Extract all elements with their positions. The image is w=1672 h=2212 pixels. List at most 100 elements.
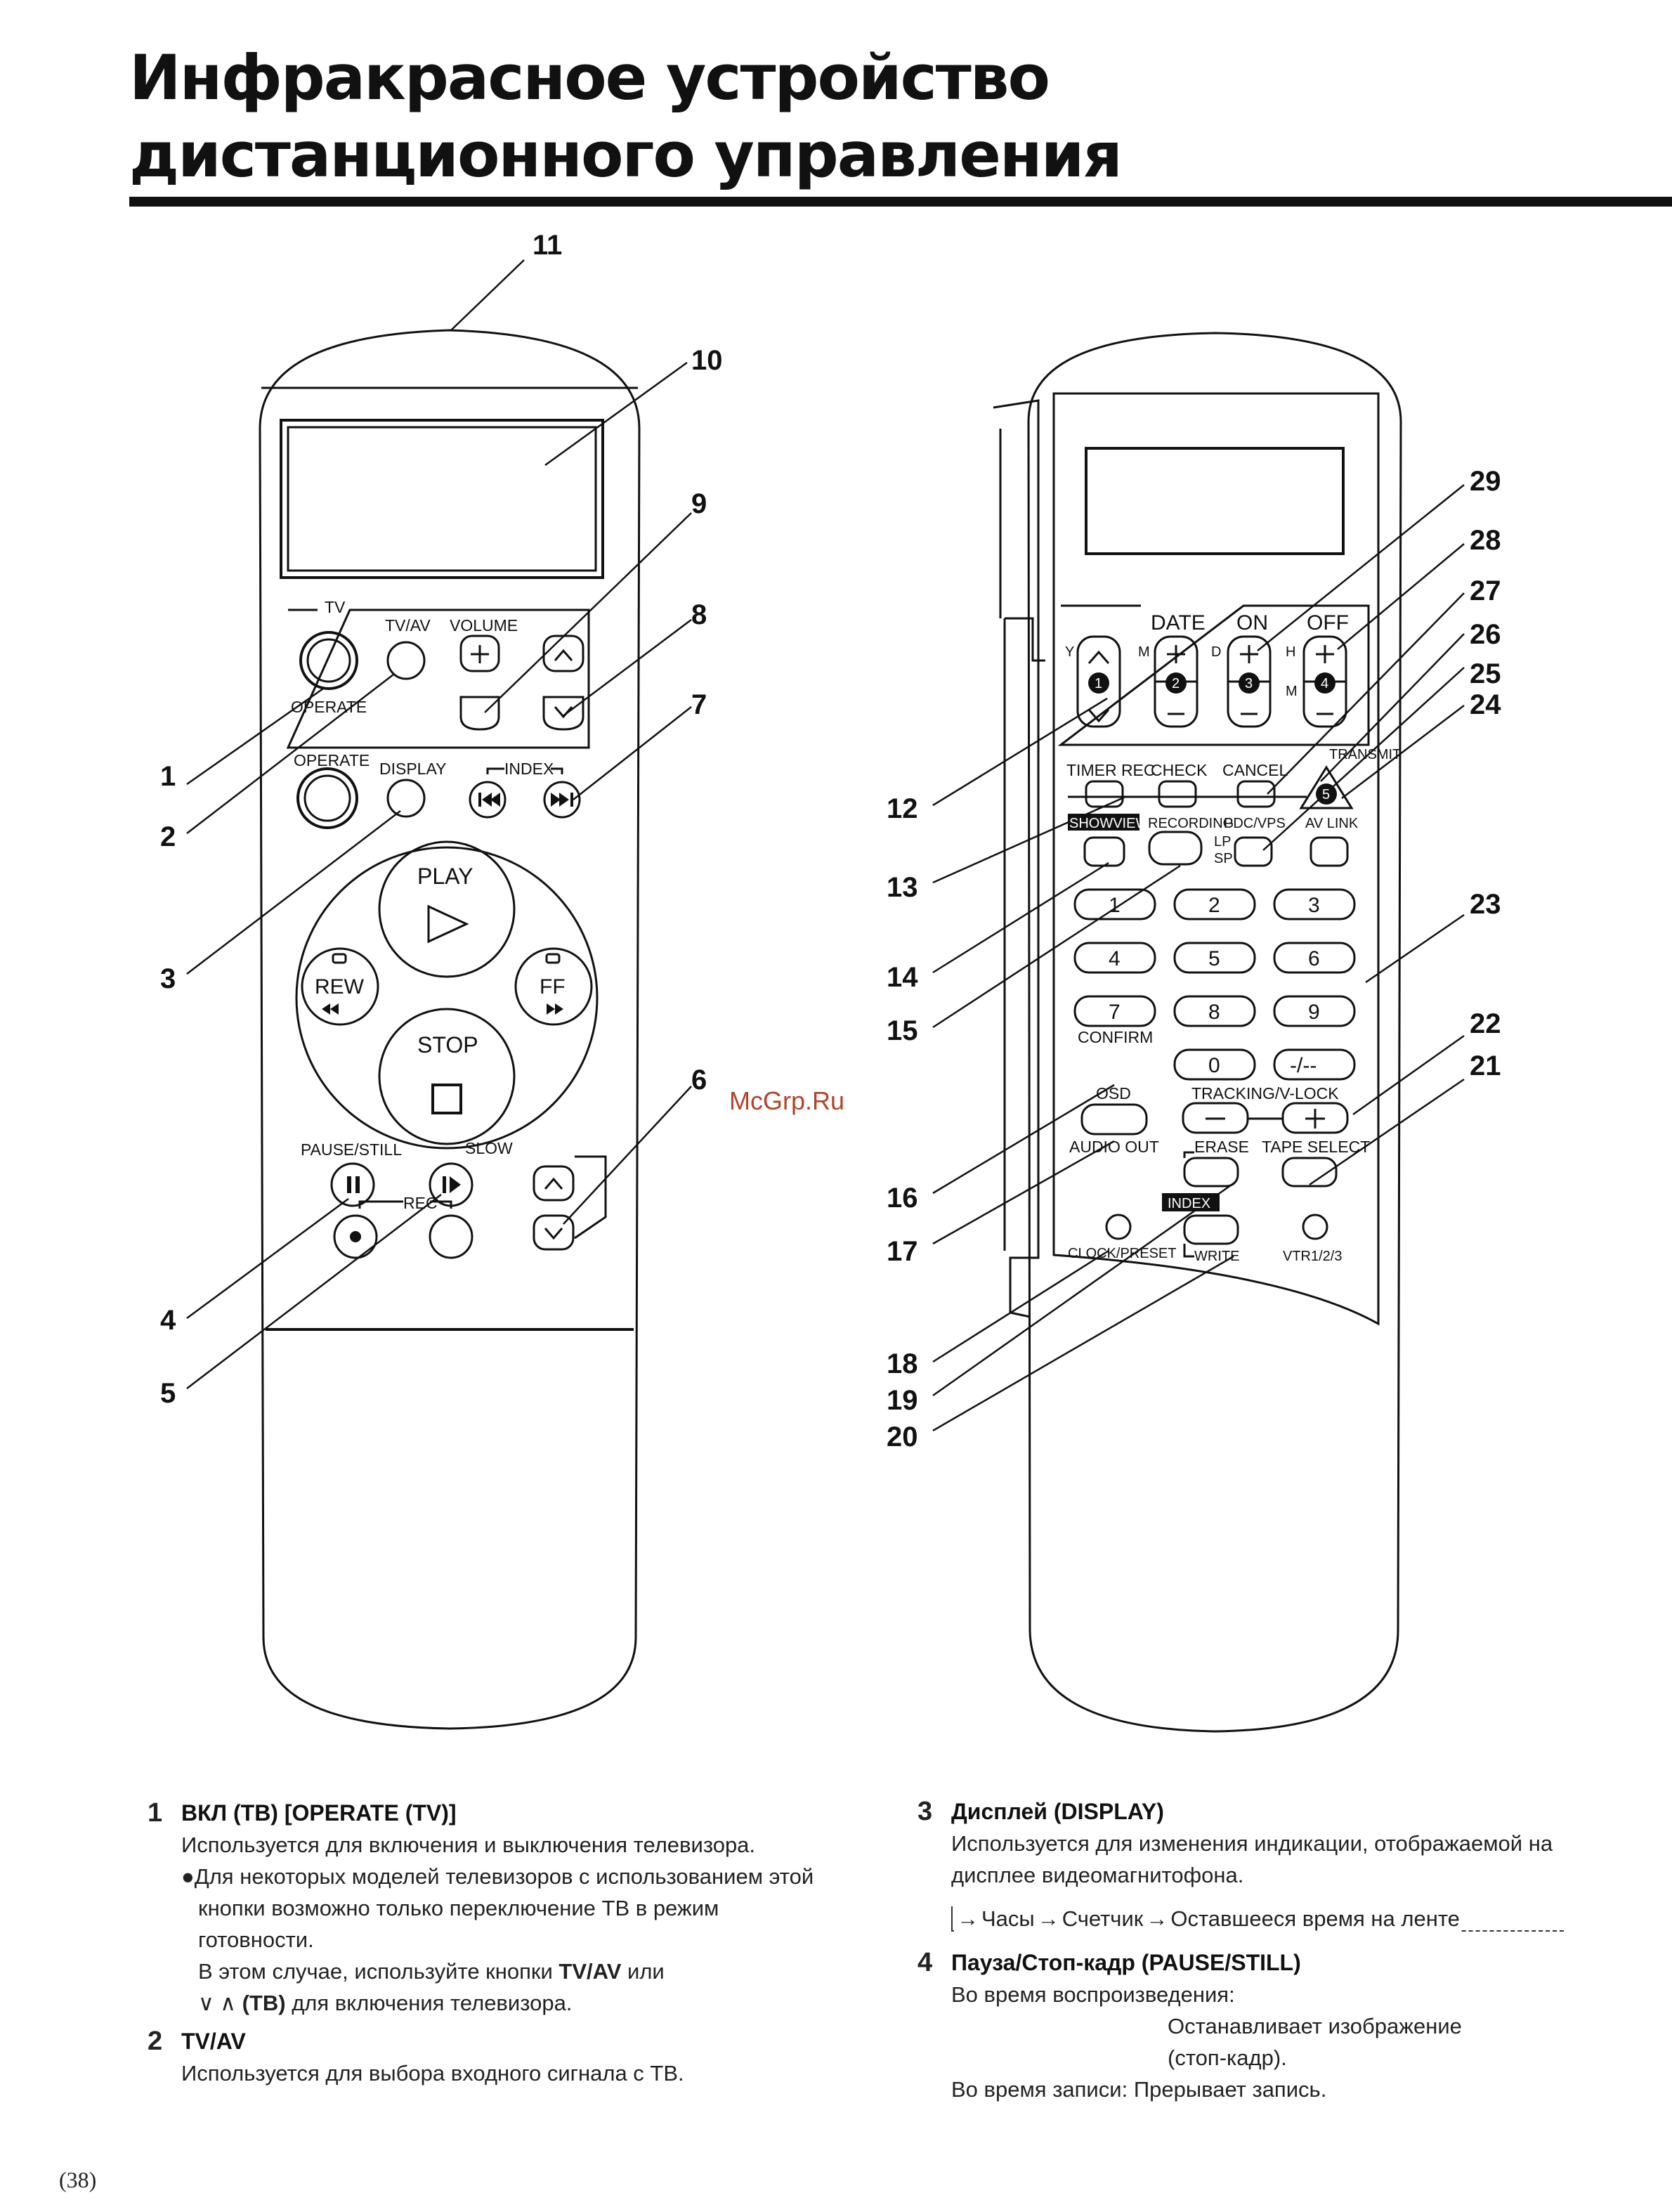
digit-8-button[interactable] xyxy=(1173,995,1256,1027)
write-button[interactable] xyxy=(1183,1214,1239,1245)
label-tape-select: TAPE SELECT xyxy=(1262,1138,1370,1156)
operate-button-inner xyxy=(303,774,351,822)
operate-tv-button-inner xyxy=(306,638,351,683)
index-next-button[interactable] xyxy=(543,781,581,819)
digit-7-label: 7 xyxy=(1109,1001,1121,1024)
tvav-button[interactable] xyxy=(386,641,426,680)
label-erase: ERASE xyxy=(1194,1138,1249,1156)
index-prev-button[interactable] xyxy=(469,781,507,819)
rew-arrows-icon xyxy=(322,1003,339,1015)
digit-5-button[interactable] xyxy=(1173,942,1256,974)
label-tv: TV xyxy=(325,598,346,616)
rec-bracket xyxy=(358,1200,452,1209)
description-item-2: 2 TV/AV Используется для выбора входного… xyxy=(148,2026,836,2089)
callout-22: 22 xyxy=(1470,1008,1501,1039)
circled-2-digit: 2 xyxy=(1172,676,1180,691)
digit-3-button[interactable] xyxy=(1273,888,1356,920)
digit-9-button[interactable] xyxy=(1273,995,1356,1027)
digit-4-button[interactable] xyxy=(1073,942,1156,974)
transport-ring xyxy=(295,846,599,1150)
note-post: для включения телевизора. xyxy=(285,1991,573,2015)
rew-button[interactable] xyxy=(301,947,379,1026)
numeric-keypad xyxy=(1073,888,1356,1081)
rec-button[interactable] xyxy=(333,1214,378,1259)
digit-1-button[interactable] xyxy=(1073,888,1156,920)
callout-1: 1 xyxy=(160,761,176,792)
digit-2-button[interactable] xyxy=(1173,888,1256,920)
clock-preset-button[interactable] xyxy=(1105,1214,1132,1240)
year-button[interactable] xyxy=(1076,635,1121,728)
volume-up-icon xyxy=(471,645,489,663)
label-showview: SHOWVIEW xyxy=(1069,816,1149,831)
line4-text: Прерывает запись. xyxy=(1133,2077,1327,2102)
play-button[interactable] xyxy=(378,840,516,978)
item-line-2: Останавливает изображение xyxy=(1168,2014,1462,2038)
play-icon xyxy=(427,904,469,944)
remote-front xyxy=(259,329,641,1730)
osd-button[interactable] xyxy=(1080,1103,1148,1136)
showview-badge xyxy=(1068,814,1139,831)
channel-up-icon xyxy=(554,649,573,661)
label-sp: SP xyxy=(1214,851,1233,866)
transmit-button[interactable] xyxy=(1299,765,1354,809)
item-text: Используется для изменения индикации, от… xyxy=(951,1831,1553,1887)
timer-rec-button[interactable] xyxy=(1085,780,1124,808)
label-display: DISPLAY xyxy=(379,760,446,778)
digit-dash-button[interactable] xyxy=(1273,1048,1356,1081)
item-note: В этом случае, используйте кнопки TV/AV … xyxy=(181,1956,836,2019)
ff-button[interactable] xyxy=(514,947,593,1026)
channel-up-button[interactable] xyxy=(542,635,584,672)
operate-tv-button[interactable] xyxy=(299,631,358,690)
volume-up-button[interactable] xyxy=(459,635,500,672)
volume-down-button[interactable] xyxy=(459,696,500,731)
erase-button[interactable] xyxy=(1183,1157,1239,1188)
note-mid: или xyxy=(621,1959,665,1984)
description-item-1: 1 ВКЛ (ТВ) [OPERATE (TV)] Используется д… xyxy=(148,1797,836,2019)
channel-down-button[interactable] xyxy=(542,696,584,731)
label-cancel: CANCEL xyxy=(1222,761,1288,779)
operate-button[interactable] xyxy=(296,767,358,829)
item-line-3: (стоп-кадр). xyxy=(1168,2045,1287,2070)
tracking-plus-icon xyxy=(1305,1109,1325,1128)
callout-17: 17 xyxy=(887,1236,918,1267)
pdc-vps-button[interactable] xyxy=(1234,836,1273,867)
vtr-button[interactable] xyxy=(1302,1214,1328,1240)
display-cycle: →Часы →Счетчик →Оставшееся время на лент… xyxy=(951,1891,1606,1934)
digit-8-label: 8 xyxy=(1208,1001,1220,1024)
pause-still-button[interactable] xyxy=(330,1162,375,1207)
tv-group-frame xyxy=(286,609,590,749)
remote-front-display-inner xyxy=(287,426,597,572)
stop-button[interactable] xyxy=(378,1008,516,1145)
label-index-badge: INDEX xyxy=(1168,1196,1210,1211)
display-button[interactable] xyxy=(386,779,426,818)
callout-20: 20 xyxy=(887,1421,918,1452)
callout-9: 9 xyxy=(691,488,707,519)
digit-0-button[interactable] xyxy=(1173,1048,1256,1081)
callout-29: 29 xyxy=(1470,466,1501,497)
label-audio-out: AUDIO OUT xyxy=(1069,1138,1159,1156)
label-index: INDEX xyxy=(504,760,554,778)
remote-front-body xyxy=(259,329,641,1730)
callout-5: 5 xyxy=(160,1378,176,1409)
tape-select-button[interactable] xyxy=(1281,1157,1338,1188)
channel-up-button-2[interactable] xyxy=(533,1165,575,1202)
rec-partner-button[interactable] xyxy=(429,1214,473,1259)
label-pdc-vps: PDC/VPS xyxy=(1224,816,1286,831)
digit-5-label: 5 xyxy=(1208,947,1220,970)
check-button[interactable] xyxy=(1158,780,1197,808)
callout-19: 19 xyxy=(887,1385,918,1416)
year-up-icon xyxy=(1088,650,1110,664)
label-stop: STOP xyxy=(417,1032,478,1058)
showview-button[interactable] xyxy=(1083,836,1125,867)
item-text: Используется для выбора входного сигнала… xyxy=(181,2061,684,2086)
channel-down-button-2[interactable] xyxy=(533,1214,575,1251)
recording-speed-button[interactable] xyxy=(1148,831,1203,866)
av-link-button[interactable] xyxy=(1309,836,1349,867)
note-tb: (ТВ) xyxy=(242,1991,286,2015)
digit-6-button[interactable] xyxy=(1273,942,1356,974)
cancel-button[interactable] xyxy=(1236,780,1276,808)
digit-dash-label: -/-- xyxy=(1290,1054,1317,1077)
label-m2: M xyxy=(1286,684,1298,699)
digit-7-button[interactable] xyxy=(1073,995,1156,1027)
callout-28: 28 xyxy=(1470,525,1501,556)
